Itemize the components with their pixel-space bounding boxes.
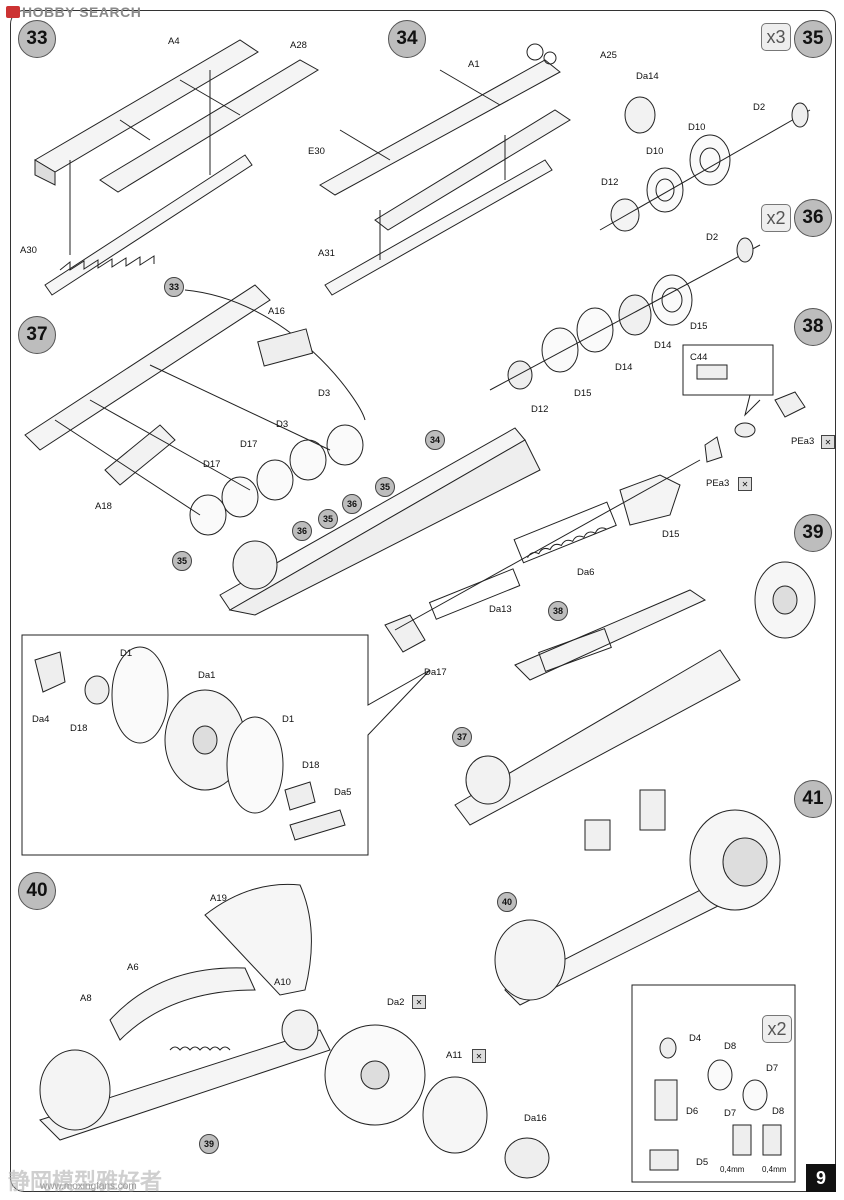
step37-drawing <box>24 284 541 616</box>
part-label: D15 <box>662 529 680 540</box>
part-label: Da17 <box>424 667 447 678</box>
part-label: D8 <box>724 1041 737 1052</box>
cut-icon: ✕ <box>412 995 426 1009</box>
part-label: A10 <box>274 977 291 988</box>
callout-step-40: 40 <box>497 892 517 912</box>
step41-drawing <box>494 789 796 1183</box>
step-39-badge: 39 <box>794 514 832 552</box>
part-label: A30 <box>20 245 37 256</box>
part-label: A16 <box>268 306 285 317</box>
part-label: D2 <box>753 102 766 113</box>
part-label: A31 <box>318 248 335 259</box>
dimension-label: 0,4mm <box>720 1165 745 1174</box>
part-label: D15 <box>574 388 592 399</box>
step-38-badge: 38 <box>794 308 832 346</box>
step35-drawing <box>599 96 811 232</box>
part-label: Da16 <box>524 1113 547 1124</box>
watermark-text: HOBBY SEARCH <box>22 4 142 20</box>
part-label: D4 <box>689 1033 702 1044</box>
part-label: D8 <box>772 1106 785 1117</box>
multiplier-x2: x2 <box>762 1015 792 1043</box>
step33-drawing <box>34 39 319 296</box>
page-frame <box>10 10 836 1192</box>
part-label: D18 <box>302 760 320 771</box>
step-41-badge: 41 <box>794 780 832 818</box>
part-label: A11 <box>446 1050 463 1061</box>
detail-drawing <box>21 634 431 856</box>
part-label: D15 <box>690 321 708 332</box>
part-label: Da4 <box>32 714 50 725</box>
part-label: C44 <box>690 352 708 363</box>
cut-icon: ✕ <box>821 435 835 449</box>
multiplier-x3: x3 <box>761 23 791 51</box>
dimension-label: 0,4mm <box>762 1165 787 1174</box>
callout-step-36: 36 <box>292 521 312 541</box>
page-number: 9 <box>806 1164 836 1192</box>
part-label: D1 <box>120 648 133 659</box>
part-label: D12 <box>601 177 619 188</box>
part-label: A6 <box>127 962 139 973</box>
part-label: A28 <box>290 40 307 51</box>
callout-step-39: 39 <box>199 1134 219 1154</box>
part-label: D12 <box>531 404 549 415</box>
part-label: D3 <box>276 419 289 430</box>
step-35-badge: 35 <box>794 20 832 58</box>
part-label: A4 <box>168 36 180 47</box>
callout-step-34: 34 <box>425 430 445 450</box>
callout-step-35: 35 <box>172 551 192 571</box>
part-label: A1 <box>468 59 480 70</box>
callout-step-38: 38 <box>548 601 568 621</box>
multiplier-x2: x2 <box>761 204 791 232</box>
hobby-search-watermark: HOBBY SEARCH <box>6 4 141 20</box>
part-label: Da1 <box>198 670 216 681</box>
step38-drawing <box>384 344 806 653</box>
part-label: Da5 <box>334 787 352 798</box>
part-label: D1 <box>282 714 295 725</box>
part-label: A19 <box>210 893 227 904</box>
step39-drawing <box>454 561 816 826</box>
callout-step-35: 35 <box>318 509 338 529</box>
part-label: D7 <box>724 1108 737 1119</box>
step-33-badge: 33 <box>18 20 56 58</box>
part-label: PEa3 <box>706 478 730 489</box>
callout-step-33: 33 <box>164 277 184 297</box>
hobby-search-logo-icon <box>6 6 20 18</box>
part-label: Da14 <box>636 71 659 82</box>
part-label: D17 <box>203 459 221 470</box>
part-label: A8 <box>80 993 92 1004</box>
step-34-badge: 34 <box>388 20 426 58</box>
site-watermark: 静岡模型雅好者 <box>8 1169 163 1194</box>
part-label: Da2 <box>387 997 405 1008</box>
part-label: D14 <box>615 362 633 373</box>
part-label: D2 <box>706 232 719 243</box>
site-url: www.moxingfans.com <box>40 1181 137 1192</box>
cut-icon: ✕ <box>472 1049 486 1063</box>
part-label: D10 <box>688 122 706 133</box>
part-label: D17 <box>240 439 258 450</box>
step-40-badge: 40 <box>18 872 56 910</box>
callout-step-35: 35 <box>375 477 395 497</box>
callout-step-37: 37 <box>452 727 472 747</box>
step-37-badge: 37 <box>18 316 56 354</box>
part-label: D7 <box>766 1063 779 1074</box>
step-36-badge: 36 <box>794 199 832 237</box>
step34-drawing <box>319 43 571 296</box>
part-label: E30 <box>308 146 325 157</box>
step36-drawing <box>489 237 761 391</box>
part-label: D14 <box>654 340 672 351</box>
step40-drawing <box>39 883 550 1179</box>
part-label: A18 <box>95 501 112 512</box>
part-label: Da6 <box>577 567 595 578</box>
part-label: D10 <box>646 146 664 157</box>
part-label: PEa3 <box>791 436 815 447</box>
callout-step-36: 36 <box>342 494 362 514</box>
part-label: D18 <box>70 723 88 734</box>
part-label: A25 <box>600 50 617 61</box>
cut-icon: ✕ <box>738 477 752 491</box>
part-label: D6 <box>686 1106 699 1117</box>
part-label: D5 <box>696 1157 709 1168</box>
part-label: D3 <box>318 388 331 399</box>
part-label: Da13 <box>489 604 512 615</box>
